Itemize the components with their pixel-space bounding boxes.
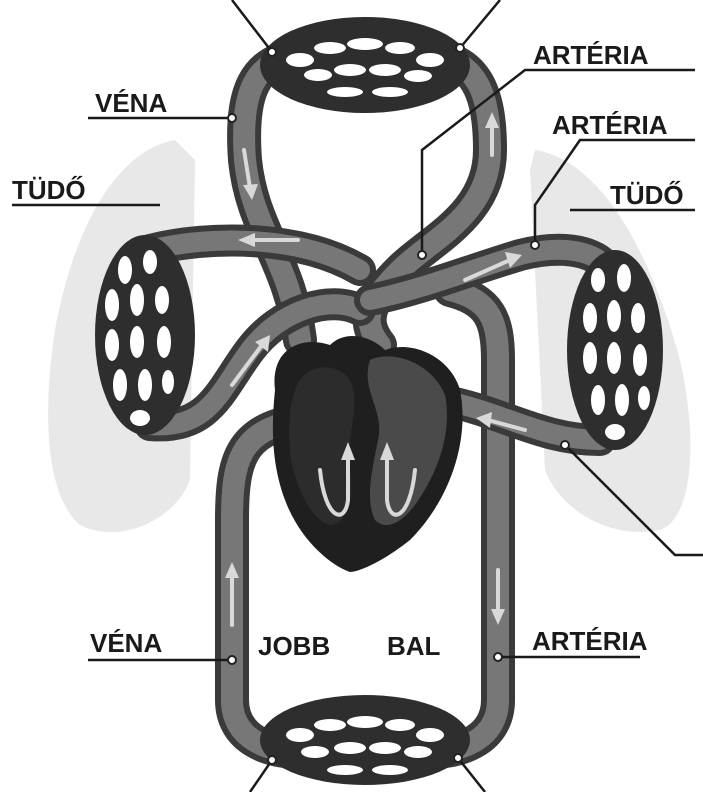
label-right-lung: TÜDŐ [610, 180, 684, 210]
label-right-heart: JOBB [258, 631, 330, 661]
systemic-artery-lower-inner [430, 290, 498, 752]
label-top-right-artery: ARTÉRIA [533, 40, 649, 70]
label-right-upper-artery: ARTÉRIA [552, 110, 668, 140]
label-bottom-left-vein: VÉNA [90, 628, 162, 658]
label-left-lung: TÜDŐ [12, 175, 86, 205]
label-top-left-vein: VÉNA [95, 88, 167, 118]
label-left-heart: BAL [387, 631, 441, 661]
label-bottom-right-artery: ARTÉRIA [532, 626, 648, 656]
